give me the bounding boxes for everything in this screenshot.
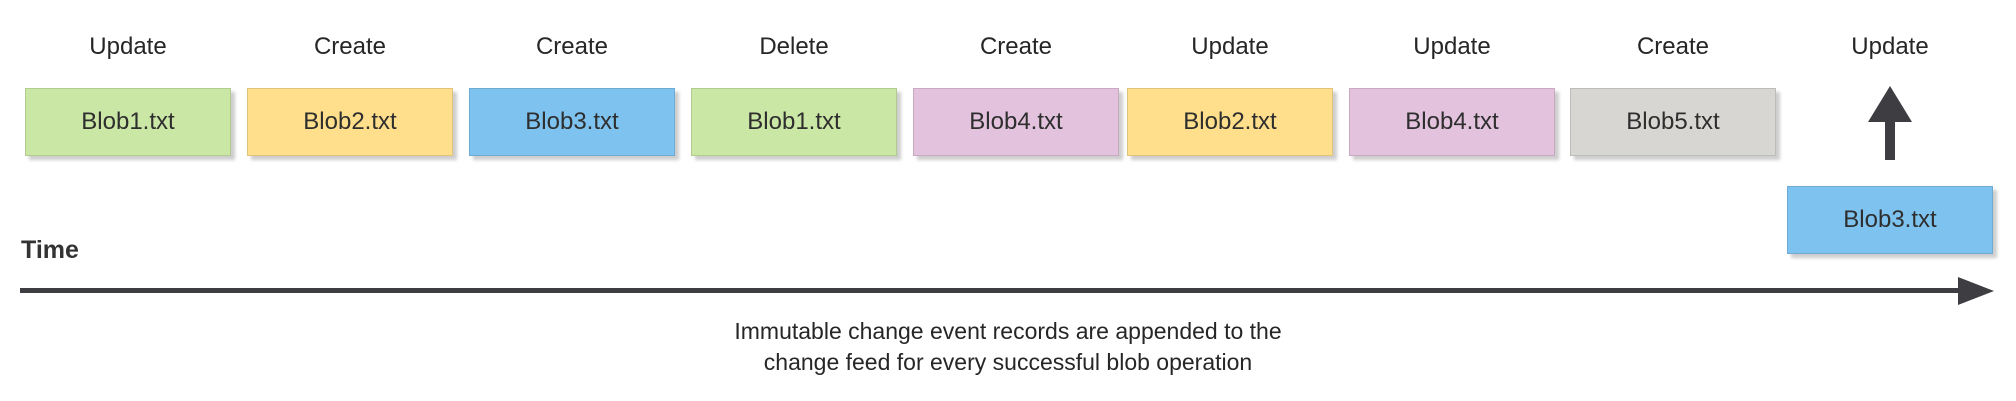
event-column: Update Blob4.txt — [1349, 30, 1555, 156]
operation-label: Create — [1636, 33, 1710, 60]
event-column: Create Blob2.txt — [247, 30, 453, 156]
blob-name: Blob4.txt — [969, 108, 1063, 135]
blob-box: Blob3.txt — [469, 88, 675, 156]
operation-label: Update — [1413, 33, 1491, 60]
caption-line-2: change feed for every successful blob op… — [763, 349, 1253, 375]
blob-name: Blob5.txt — [1626, 108, 1720, 135]
caption-line-1: Immutable change event records are appen… — [734, 318, 1282, 344]
time-axis-arrowhead-icon — [1958, 277, 1994, 305]
event-column-pending: Update Blob3.txt — [1787, 30, 1993, 254]
blob-box: Blob2.txt — [247, 88, 453, 156]
event-column: Update Blob2.txt — [1127, 30, 1333, 156]
event-column: Create Blob5.txt — [1570, 30, 1776, 156]
blob-box: Blob4.txt — [913, 88, 1119, 156]
operation-label: Update — [1851, 33, 1929, 60]
blob-name: Blob3.txt — [1843, 206, 1937, 233]
time-axis-line — [20, 288, 1964, 293]
operation-label: Create — [979, 33, 1053, 60]
event-column: Delete Blob1.txt — [691, 30, 897, 156]
blob-name: Blob2.txt — [1183, 108, 1277, 135]
blob-box: Blob1.txt — [25, 88, 231, 156]
time-axis-label: Time — [21, 236, 79, 264]
blob-box: Blob5.txt — [1570, 88, 1776, 156]
blob-box: Blob1.txt — [691, 88, 897, 156]
diagram-caption: Immutable change event records are appen… — [0, 316, 2016, 378]
event-column: Create Blob4.txt — [913, 30, 1119, 156]
event-column: Update Blob1.txt — [25, 30, 231, 156]
blob-name: Blob3.txt — [525, 108, 619, 135]
operation-label: Update — [1191, 33, 1269, 60]
operation-label: Create — [313, 33, 387, 60]
blob-name: Blob2.txt — [303, 108, 397, 135]
up-arrow-icon — [1868, 86, 1912, 160]
operation-label: Create — [535, 33, 609, 60]
blob-name: Blob1.txt — [747, 108, 841, 135]
blob-box: Blob4.txt — [1349, 88, 1555, 156]
operation-label: Update — [89, 33, 167, 60]
operation-label: Delete — [759, 33, 829, 60]
blob-name: Blob1.txt — [81, 108, 175, 135]
event-column: Create Blob3.txt — [469, 30, 675, 156]
blob-box-pending: Blob3.txt — [1787, 186, 1993, 254]
blob-name: Blob4.txt — [1405, 108, 1499, 135]
blob-box: Blob2.txt — [1127, 88, 1333, 156]
